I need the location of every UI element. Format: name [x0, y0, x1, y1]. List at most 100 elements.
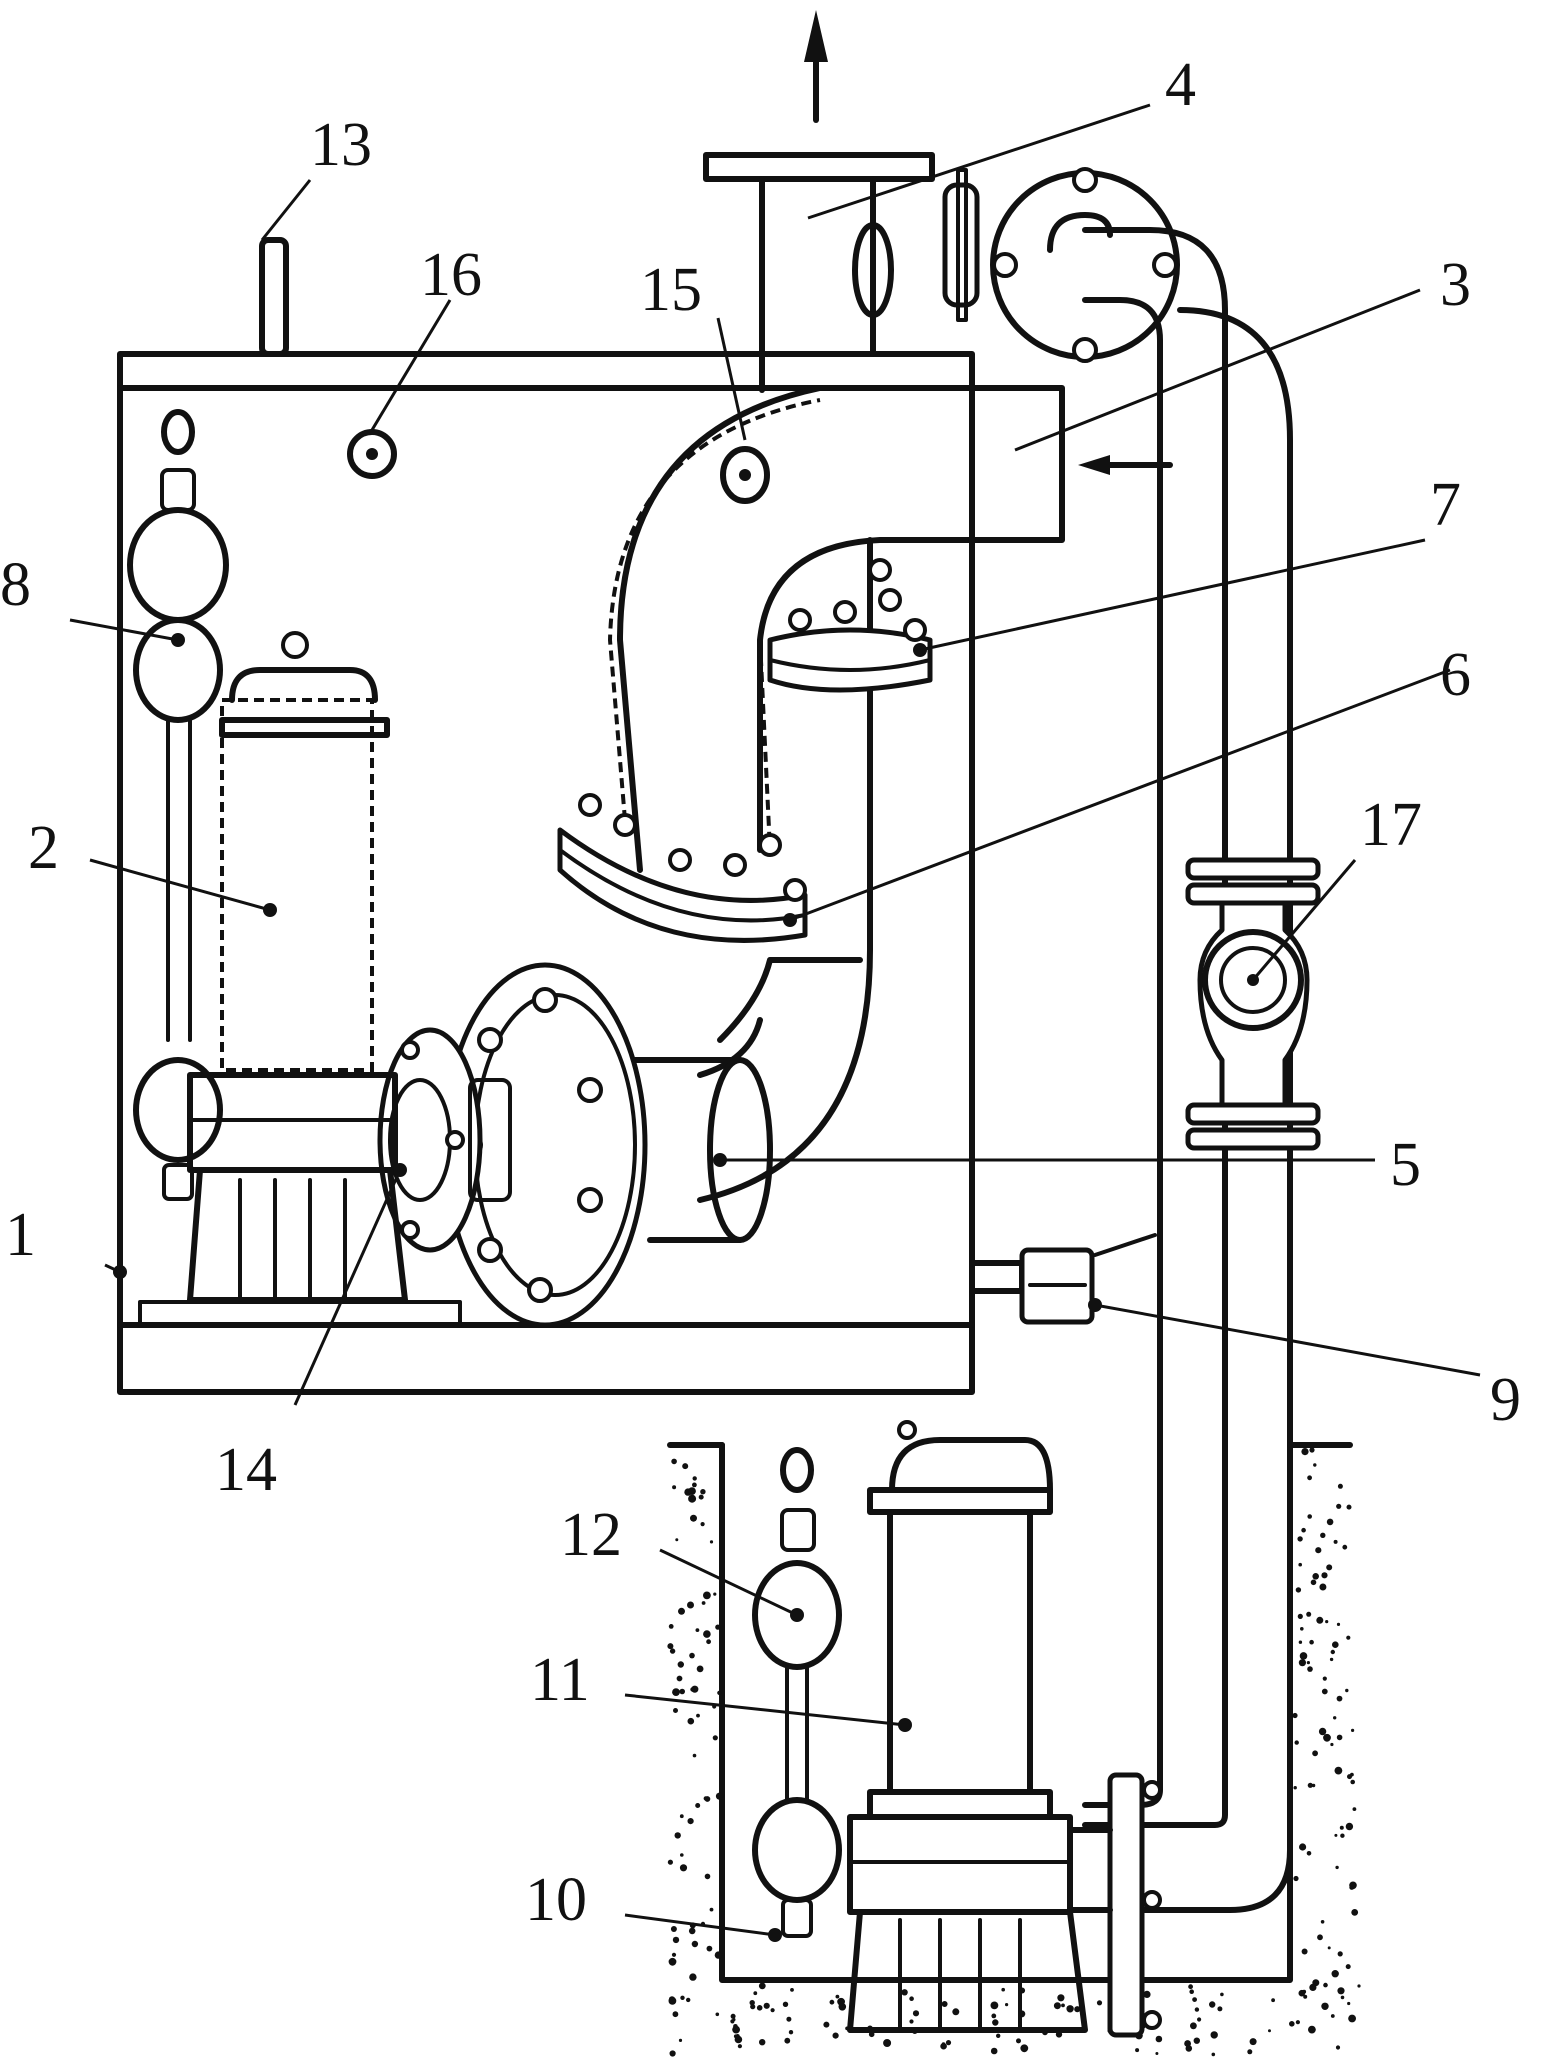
- soil-speck: [1298, 1562, 1302, 1567]
- soil-speck: [1310, 1579, 1317, 1586]
- check-valve: [1185, 857, 1321, 1151]
- soil-speck: [1345, 1964, 1351, 1970]
- soil-speck: [696, 1665, 704, 1673]
- soil-speck: [1053, 2002, 1061, 2010]
- soil-speck: [715, 2012, 720, 2017]
- soil-speck: [672, 1485, 677, 1490]
- soil-speck: [692, 1753, 697, 1758]
- soil-speck: [1350, 1772, 1354, 1777]
- soil-speck: [749, 2000, 755, 2006]
- soil-speck: [832, 2032, 839, 2039]
- soil-speck: [1292, 1712, 1298, 1719]
- soil-speck: [909, 1996, 914, 2001]
- pump-2: [187, 631, 408, 1303]
- soil-speck: [672, 1688, 680, 1696]
- soil-speck: [690, 1687, 695, 1692]
- soil-speck: [1020, 2044, 1029, 2053]
- soil-speck: [786, 2016, 792, 2022]
- soil-speck: [1332, 1641, 1339, 1648]
- flow-left-arrow-icon: [1078, 455, 1173, 475]
- soil-speck: [1057, 1994, 1065, 2002]
- soil-speck: [1330, 2014, 1335, 2018]
- pump-11: [847, 1420, 1088, 2033]
- label-11: 11: [530, 1646, 590, 1714]
- soil-speck: [1317, 1934, 1323, 1941]
- soil-speck: [1293, 1786, 1297, 1790]
- soil-speck: [750, 2004, 756, 2010]
- outlet-flange: [990, 167, 1180, 363]
- soil-speck: [1188, 1984, 1193, 1990]
- soil-speck: [668, 1624, 674, 1629]
- soil-speck: [1294, 1740, 1299, 1745]
- label-17: 17: [1360, 791, 1422, 859]
- soil-speck: [687, 1601, 694, 1609]
- soil-speck: [1308, 2025, 1316, 2034]
- soil-speck: [714, 1951, 723, 1959]
- soil-speck: [829, 1999, 835, 2005]
- soil-speck: [1271, 1998, 1275, 2003]
- soil-speck: [1336, 1695, 1343, 1702]
- soil-speck: [1217, 2006, 1223, 2012]
- label-3: 3: [1440, 251, 1471, 319]
- soil-speck: [1345, 1822, 1354, 1831]
- soil-speck: [713, 1592, 717, 1596]
- soil-speck: [1249, 2038, 1257, 2046]
- soil-speck: [1066, 2005, 1074, 2013]
- soil-speck: [667, 1859, 674, 1865]
- soil-speck: [759, 2039, 766, 2046]
- soil-speck: [941, 2001, 948, 2007]
- soil-speck: [1312, 1573, 1319, 1580]
- soil-speck: [1306, 1851, 1312, 1856]
- soil-speck: [687, 1818, 694, 1825]
- soil-speck: [732, 2025, 740, 2034]
- soil-speck: [688, 1494, 697, 1503]
- soil-speck: [1306, 1661, 1310, 1665]
- soil-speck: [1330, 1649, 1336, 1655]
- soil-speck: [1351, 1909, 1359, 1916]
- label-14: 14: [215, 1436, 277, 1504]
- soil-speck: [1001, 1987, 1005, 1992]
- soil-speck: [1334, 1833, 1338, 1837]
- soil-speck: [679, 1688, 685, 1695]
- soil-speck: [680, 1995, 685, 2001]
- label-9: 9: [1490, 1366, 1521, 1434]
- label-16: 16: [420, 241, 482, 309]
- soil-speck: [883, 2039, 892, 2047]
- soil-speck: [1306, 1611, 1312, 1617]
- soil-speck: [1303, 1994, 1308, 1999]
- soil-speck: [680, 1853, 684, 1857]
- soil-texture: [667, 1447, 1361, 2057]
- soil-speck: [1197, 2017, 1202, 2022]
- soil-speck: [1335, 1865, 1339, 1870]
- soil-speck: [677, 1661, 684, 1668]
- soil-speck: [1190, 2022, 1197, 2030]
- soil-speck: [1313, 1463, 1317, 1467]
- soil-speck: [678, 2038, 683, 2042]
- soil-speck: [1096, 2000, 1103, 2006]
- soil-speck: [668, 1997, 677, 2005]
- soil-speck: [671, 1952, 677, 1957]
- soil-speck: [990, 2047, 998, 2055]
- soil-speck: [909, 2019, 914, 2024]
- soil-speck: [1185, 2045, 1193, 2052]
- soil-speck: [1307, 1514, 1312, 1519]
- soil-speck: [1321, 1688, 1328, 1695]
- soil-speck: [704, 1873, 711, 1880]
- soil-speck: [703, 1796, 708, 1801]
- soil-speck: [1340, 1833, 1345, 1838]
- soil-speck: [1297, 1536, 1303, 1542]
- soil-speck: [1348, 2014, 1356, 2023]
- soil-speck: [682, 1463, 689, 1470]
- soil-speck: [674, 1832, 681, 1839]
- label-1: 1: [5, 1201, 36, 1269]
- soil-speck: [667, 1643, 674, 1650]
- soil-speck: [1210, 2031, 1218, 2039]
- soil-speck: [717, 1690, 722, 1695]
- soil-speck: [1333, 1539, 1338, 1544]
- soil-speck: [1322, 1676, 1327, 1681]
- soil-speck: [686, 1997, 691, 2003]
- soil-speck: [668, 1957, 677, 1966]
- soil-speck: [1336, 1503, 1342, 1509]
- soil-speck: [770, 2008, 775, 2013]
- soil-speck: [991, 2013, 997, 2019]
